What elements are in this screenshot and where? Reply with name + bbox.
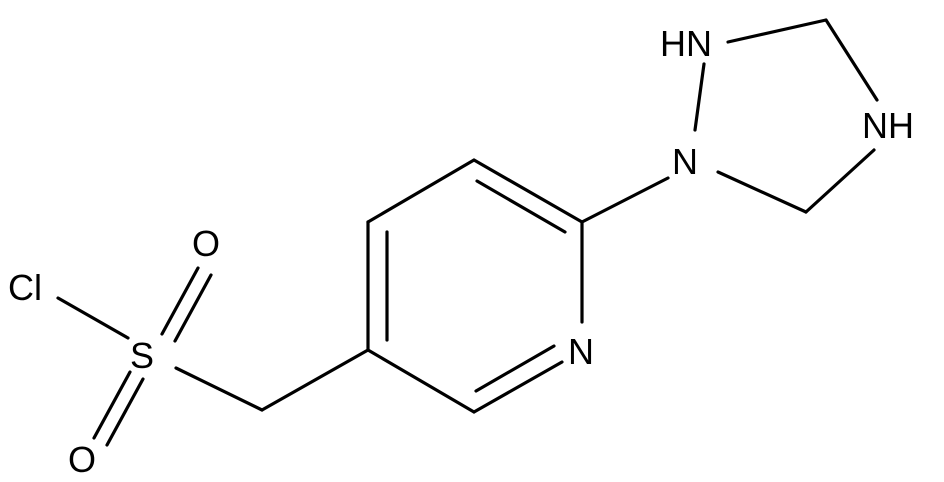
atom-label-o-top: O	[192, 223, 220, 264]
atom-label-group: Cl S O O N N HN NH	[8, 23, 914, 480]
bond-s-o-top-b	[173, 273, 213, 343]
bond-c5-c6-inner	[475, 179, 567, 234]
bond-ring-n1	[580, 176, 670, 224]
bond-c5-c6	[472, 158, 584, 224]
bond-c4-c5	[366, 158, 476, 224]
bond-c3-n4	[824, 18, 879, 102]
bond-s-o-top-a	[160, 266, 200, 336]
bond-n-c2-inner	[474, 344, 556, 393]
bond-ch2-ring	[260, 348, 370, 412]
bond-c5-n1	[716, 170, 808, 214]
bond-n4-c5	[804, 148, 876, 214]
bond-group	[56, 18, 879, 447]
bond-n-c2	[472, 360, 564, 414]
atom-label-o-bottom: O	[68, 439, 96, 480]
atom-label-s: S	[130, 335, 154, 376]
bond-s-ch2	[174, 366, 264, 412]
bond-n1-n2	[693, 62, 706, 132]
atom-label-n-pyridine: N	[568, 331, 594, 372]
bond-n2-c3	[726, 18, 828, 44]
atom-label-cl: Cl	[8, 267, 42, 308]
bond-c2-c3	[366, 348, 476, 414]
bond-s-o-bottom-a	[92, 370, 132, 440]
bond-cl-s	[56, 296, 130, 340]
bond-s-o-bottom-b	[105, 377, 145, 447]
atom-label-nh4-triazolidine: NH	[862, 105, 914, 146]
atom-label-nh2-triazolidine: HN	[660, 23, 712, 64]
atom-label-n1-triazolidine: N	[672, 141, 698, 182]
